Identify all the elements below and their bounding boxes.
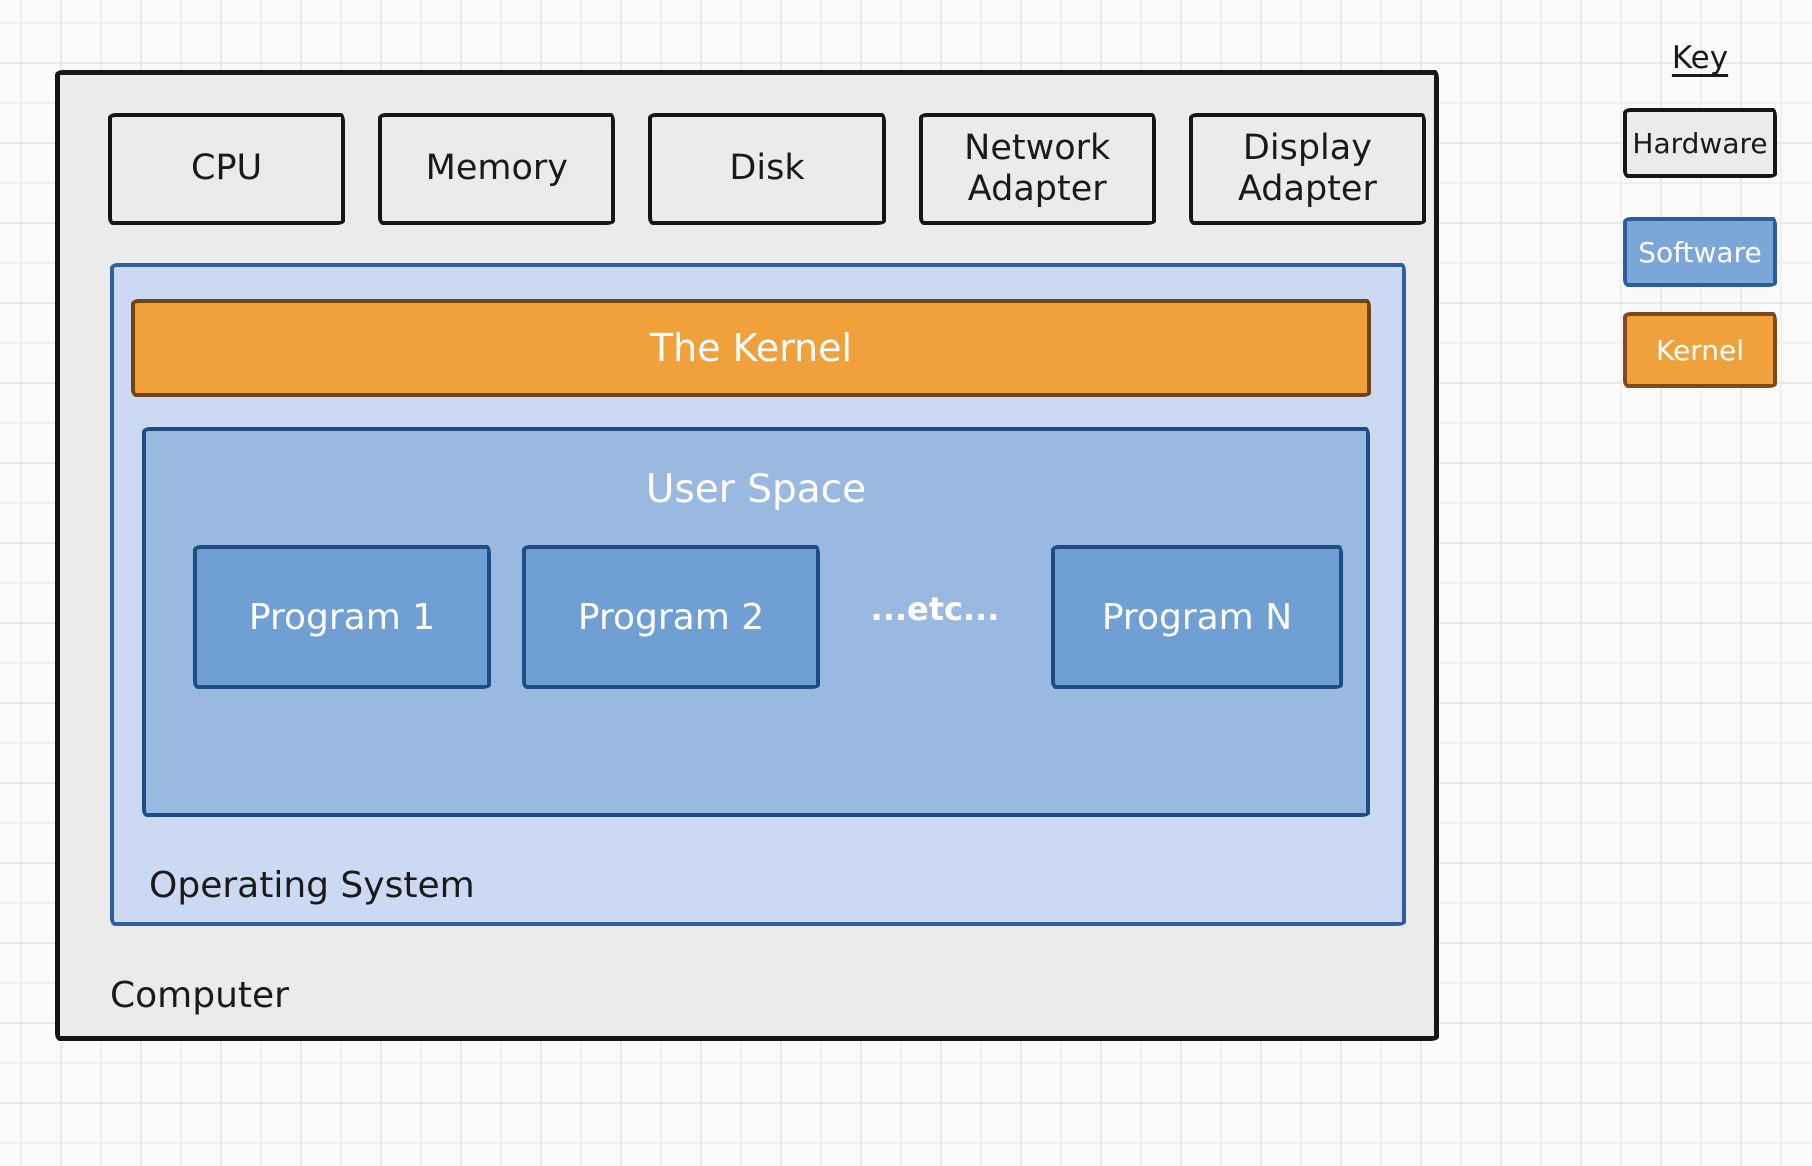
program-1-label: Program 1 — [248, 596, 436, 638]
operating-system-box: The Kernel User Space Program 1 Program … — [110, 263, 1406, 926]
key-swatch-hardware: Hardware — [1623, 108, 1777, 178]
kernel-label: The Kernel — [649, 326, 853, 370]
hardware-box-display-adapter: Display Adapter — [1188, 113, 1427, 225]
user-space-box: User Space Program 1 Program 2 ...etc...… — [142, 427, 1370, 817]
key-software-label: Software — [1638, 235, 1762, 269]
hardware-box-cpu: CPU — [108, 113, 346, 225]
program-n-label: Program N — [1101, 596, 1293, 638]
computer-box: CPU Memory Disk Network Adapter Display … — [55, 70, 1439, 1041]
key-title: Key — [1671, 40, 1729, 76]
operating-system-label: Operating System — [149, 865, 475, 906]
user-space-title: User Space — [645, 467, 867, 512]
hardware-box-display-adapter-label: Display Adapter — [1237, 127, 1377, 209]
hardware-box-network-adapter: Network Adapter — [918, 113, 1156, 225]
program-1-box: Program 1 — [193, 545, 491, 689]
hardware-box-memory: Memory — [378, 113, 616, 225]
hardware-box-disk: Disk — [648, 113, 886, 225]
hardware-row: CPU Memory Disk Network Adapter Display … — [108, 113, 1427, 225]
key-swatch-software: Software — [1623, 217, 1777, 287]
hardware-box-cpu-label: CPU — [191, 148, 263, 189]
hardware-box-network-adapter-label: Network Adapter — [964, 127, 1111, 209]
program-n-box: Program N — [1051, 545, 1343, 689]
key-hardware-label: Hardware — [1632, 126, 1768, 160]
etc-text: ...etc... — [870, 590, 1000, 628]
hardware-box-disk-label: Disk — [729, 148, 805, 189]
key-swatch-kernel: Kernel — [1623, 312, 1777, 388]
kernel-box: The Kernel — [131, 299, 1371, 397]
program-2-box: Program 2 — [522, 545, 820, 689]
computer-label: Computer — [110, 975, 289, 1016]
program-2-label: Program 2 — [577, 596, 765, 638]
key-kernel-label: Kernel — [1656, 333, 1744, 367]
hardware-box-memory-label: Memory — [425, 148, 568, 189]
